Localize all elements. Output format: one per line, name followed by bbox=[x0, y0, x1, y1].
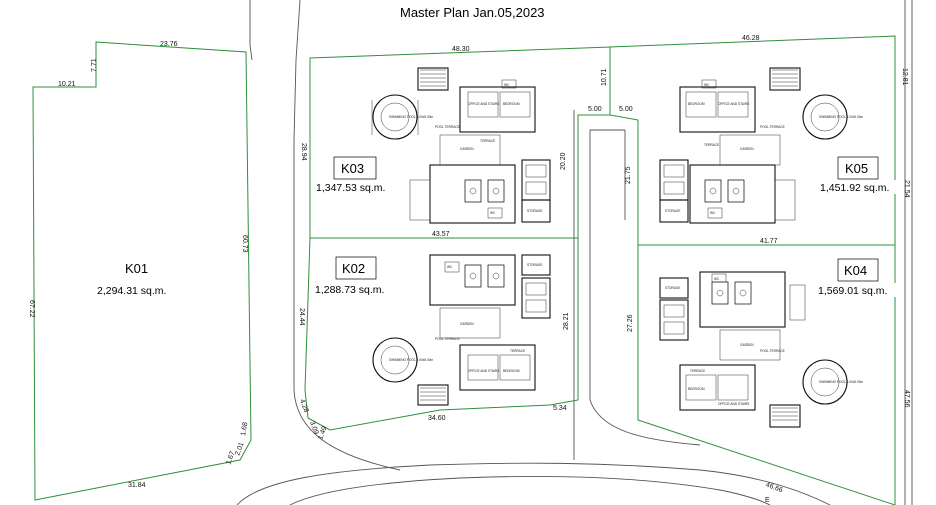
dim-k01-small2: 2.01 bbox=[234, 441, 245, 456]
dim-k02-bottom: 34.60 bbox=[428, 415, 446, 422]
k02-pool-label: SWIMMING POOL 5.00x5.00m bbox=[389, 358, 434, 362]
dim-k01-top: 23.76 bbox=[160, 41, 178, 48]
k05-pool-label: SWIMMING POOL 5.00x5.00m bbox=[819, 115, 864, 119]
dim-k05-right: 21.54 bbox=[903, 180, 910, 198]
dim-road-width-2: 5.00 bbox=[619, 106, 633, 113]
lot-k02-boundary bbox=[304, 237, 579, 431]
k04-terrace-label: TERRACE bbox=[690, 369, 705, 373]
lot-k03-name: K03 bbox=[341, 161, 364, 176]
lot-k02-name: K02 bbox=[342, 261, 365, 276]
lot-k03-area: 1,347.53 sq.m. bbox=[316, 182, 385, 194]
k02-terrace-label: TERRACE bbox=[510, 349, 525, 353]
k05-pool-terrace-label: POOL TERRACE bbox=[760, 125, 785, 129]
villa-k02-plan: SWIMMING POOL 5.00x5.00m OFFICE AND STAI… bbox=[372, 254, 551, 406]
dim-k02-corner3: 1.49 bbox=[317, 425, 328, 440]
dim-k04-left: 27.26 bbox=[627, 314, 634, 332]
villa-k05-plan: SWIMMING POOL 5.00x5.00m BEDROOM OFFICE … bbox=[659, 67, 864, 224]
k03-terrace-label: TERRACE bbox=[480, 139, 495, 143]
k04-wc-label: WC bbox=[714, 277, 720, 281]
dim-k05-top: 46.28 bbox=[742, 35, 760, 42]
dim-k01-notch-h: 10.21 bbox=[58, 81, 76, 88]
k03-pool-terrace-label: POOL TERRACE bbox=[435, 125, 460, 129]
dim-road-width-1: 5.00 bbox=[588, 106, 602, 113]
lot-label-k02[interactable]: K02 1,288.73 sq.m. bbox=[311, 256, 399, 296]
dim-k03-bottom: 43.57 bbox=[432, 231, 450, 238]
lot-label-k04[interactable]: K04 1,569.01 sq.m. bbox=[816, 258, 900, 297]
k02-storage-label: STORAGE bbox=[527, 263, 543, 267]
lot-boundaries bbox=[32, 35, 896, 505]
dim-k01-right: 60.73 bbox=[241, 235, 248, 253]
lot-k05-name: K05 bbox=[845, 161, 868, 176]
k05-office-label: OFFICE AND STAIRS bbox=[718, 102, 749, 106]
k04-garden-label: GARDEN bbox=[740, 343, 754, 347]
dim-k05-left: 21.75 bbox=[625, 166, 632, 184]
k05-wc-label: WC bbox=[704, 83, 710, 87]
lot-label-k03[interactable]: K03 1,347.53 sq.m. bbox=[314, 156, 398, 194]
lot-k05-area: 1,451.92 sq.m. bbox=[820, 182, 889, 194]
dim-k02-corner2: 3.09 bbox=[308, 420, 319, 435]
villa-k04-plan: SWIMMING POOL 5.00x5.00m BEDROOM OFFICE … bbox=[659, 271, 864, 428]
k04-pool-terrace-label: POOL TERRACE bbox=[760, 349, 785, 353]
dim-k01-small3: 1.68 bbox=[240, 422, 249, 437]
k02-wc-label: WC bbox=[447, 265, 453, 269]
lot-k05-boundary bbox=[609, 35, 896, 246]
k04-office-label: OFFICE AND STAIRS bbox=[718, 402, 749, 406]
dim-k03-top: 48.30 bbox=[452, 46, 470, 53]
lot-k04-name: K04 bbox=[844, 263, 867, 278]
dim-k03-right: 20.20 bbox=[560, 152, 567, 170]
k05-storage-label: STORAGE bbox=[665, 209, 681, 213]
villa-k03-plan: SWIMMING POOL 5.00x5.00m OFFICE AND STAI… bbox=[371, 67, 551, 224]
dim-k04-bottom: 46.66 bbox=[765, 482, 784, 495]
k03-garden-label: GARDEN bbox=[460, 147, 474, 151]
lot-k02-area: 1,288.73 sq.m. bbox=[315, 284, 384, 296]
dim-k02-left: 24.44 bbox=[298, 308, 305, 326]
dim-k01-notch-v: 7.71 bbox=[91, 58, 98, 72]
k05-wc2-label: WC bbox=[710, 211, 716, 215]
lot-k03-boundary bbox=[309, 46, 611, 239]
lot-k04-area: 1,569.01 sq.m. bbox=[818, 285, 887, 297]
k04-bedroom-label: BEDROOM bbox=[688, 387, 705, 391]
dim-k05-left-top: 10.71 bbox=[601, 68, 608, 86]
dim-k01-bottom: 31.84 bbox=[128, 482, 146, 489]
dim-k02-right: 28.21 bbox=[563, 312, 570, 330]
lot-label-k01[interactable]: K01 2,294.31 sq.m. bbox=[97, 258, 166, 297]
k05-garden-label: GARDEN bbox=[740, 147, 754, 151]
k02-bedroom-label: BEDROOM bbox=[503, 369, 520, 373]
dim-k02-corner1: 4.28 bbox=[298, 398, 309, 413]
k03-pool-label: SWIMMING POOL 5.00x5.00m bbox=[389, 115, 434, 119]
k03-wc2-label: WC bbox=[490, 211, 496, 215]
lot-k04-boundary bbox=[637, 244, 896, 505]
k03-wc-label: WC bbox=[504, 83, 510, 87]
road-network bbox=[236, 0, 913, 505]
dim-k04-right: 47.56 bbox=[903, 390, 910, 408]
lot-k01-boundary bbox=[32, 41, 252, 501]
k05-terrace-label: TERRACE bbox=[704, 143, 719, 147]
k02-pool-terrace-label: POOL TERRACE bbox=[435, 337, 460, 341]
plan-title: Master Plan Jan.05,2023 bbox=[400, 5, 545, 20]
dim-k05-right-top: 12.81 bbox=[901, 68, 908, 86]
k03-office-label: OFFICE AND STAIRS bbox=[468, 102, 499, 106]
k05-bedroom-label: BEDROOM bbox=[688, 102, 705, 106]
lot-k01-area: 2,294.31 sq.m. bbox=[97, 285, 166, 297]
lot-k01-name: K01 bbox=[125, 261, 148, 276]
dim-k01-small1: 1.67 bbox=[225, 450, 236, 465]
k04-storage-label: STORAGE bbox=[665, 286, 681, 290]
k03-storage-label: STORAGE bbox=[527, 209, 543, 213]
k04-pool-label: SWIMMING POOL 5.00x5.00m bbox=[819, 380, 864, 384]
dim-k03-left: 28.94 bbox=[300, 143, 307, 161]
dim-k01-left: 67.22 bbox=[28, 300, 35, 318]
k02-office-label: OFFICE AND STAIRS bbox=[468, 369, 499, 373]
dim-k04-top: 41.77 bbox=[760, 238, 778, 245]
lot-label-k05[interactable]: K05 1,451.92 sq.m. bbox=[818, 156, 900, 194]
k02-garden-label: GARDEN bbox=[460, 322, 474, 326]
dim-k02-jog: 5.34 bbox=[553, 405, 567, 412]
compass-label: E bbox=[765, 497, 770, 504]
k03-bedroom-label: BEDROOM bbox=[503, 102, 520, 106]
